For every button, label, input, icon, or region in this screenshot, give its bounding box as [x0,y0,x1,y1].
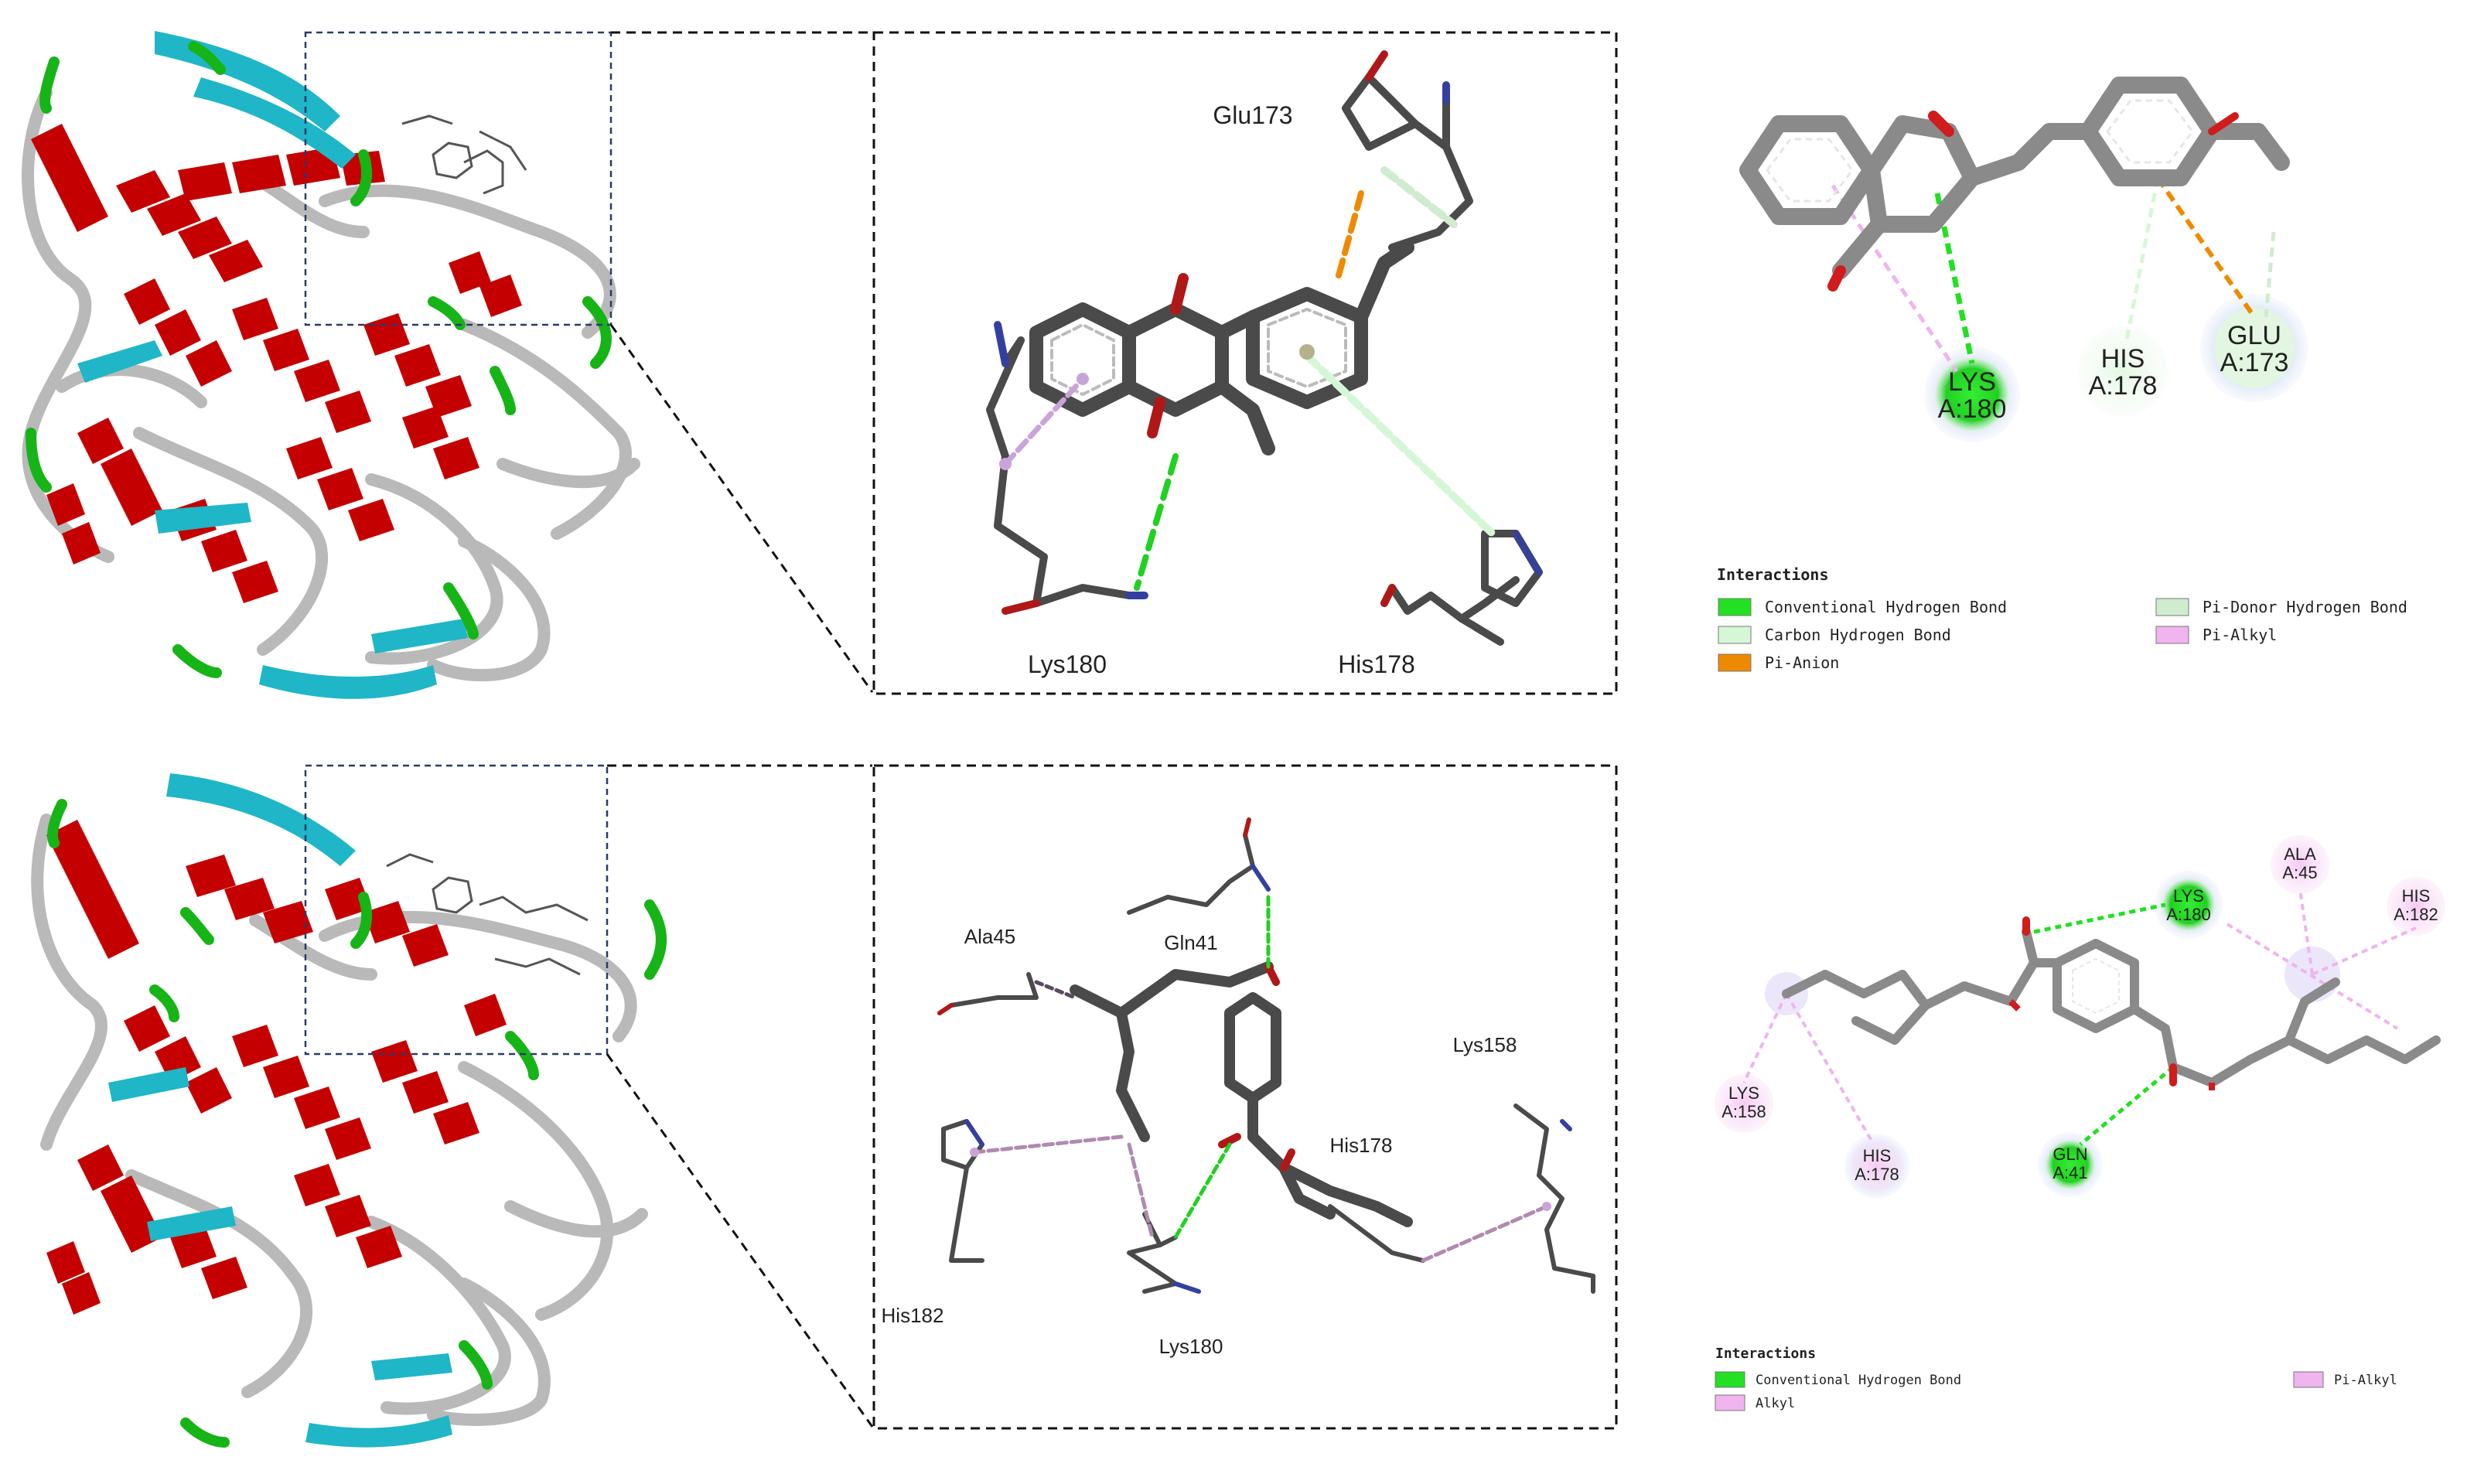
svg-text:A:178: A:178 [2089,371,2158,401]
residue-label-lys180: Lys180 [1028,650,1107,678]
svg-text:LYS: LYS [2173,886,2204,906]
residue-disc-glu173-top: GLU A:173 [2220,321,2289,377]
svg-text:A:45: A:45 [2282,863,2317,882]
svg-text:LYS: LYS [1948,367,1996,397]
residue-disc-lys180-top: LYS A:180 [1938,367,2007,424]
protein-ribbon-top [22,31,640,699]
zoom-selection-box-top [304,31,612,326]
residue-disc-his182: HIS A:182 [2394,886,2438,924]
zoom-selection-box-bottom [304,764,609,1056]
ligand-2d-top [1739,77,2308,442]
svg-text:LYS: LYS [1728,1083,1759,1103]
residue-disc-gln41: GLN A:41 [2052,1145,2087,1182]
svg-text:A:180: A:180 [1938,394,2007,424]
svg-text:Conventional Hydrogen Bond: Conventional Hydrogen Bond [1756,1373,1961,1388]
svg-text:A:178: A:178 [1855,1165,1899,1184]
svg-text:A:41: A:41 [2052,1163,2087,1182]
svg-text:HIS: HIS [2101,344,2145,374]
zoom-connector-bottom-2 [606,1053,874,1428]
residue-label-his178-bottom: His178 [1330,1134,1393,1157]
protein-ribbon-bottom [31,773,667,1448]
residue-label-glu173: Glu173 [1213,101,1292,129]
residue-label-his182: His182 [882,1304,944,1327]
residue-disc-ala45: ALA A:45 [2282,844,2317,882]
ligand-hint-bottom [386,853,589,976]
svg-text:Pi-Alkyl: Pi-Alkyl [2203,626,2277,644]
svg-text:Carbon Hydrogen Bond: Carbon Hydrogen Bond [1765,626,1951,644]
svg-text:A:182: A:182 [2394,905,2438,924]
zoom-panel-top [872,31,1618,695]
ligand-hint-top [401,114,527,195]
legend-title-top: Interactions [1717,565,1829,584]
residue-label-gln41: Gln41 [1164,931,1217,954]
svg-text:A:173: A:173 [2220,348,2289,377]
residue-label-lys158: Lys158 [1453,1033,1517,1056]
svg-text:Conventional Hydrogen Bond: Conventional Hydrogen Bond [1765,598,2007,616]
svg-text:A:158: A:158 [1721,1102,1766,1121]
svg-text:Pi-Donor Hydrogen Bond: Pi-Donor Hydrogen Bond [2203,598,2407,616]
svg-text:HIS: HIS [1863,1146,1892,1165]
residue-disc-lys158: LYS A:158 [1721,1083,1766,1121]
svg-text:Pi-Alkyl: Pi-Alkyl [2334,1373,2397,1388]
svg-text:GLN: GLN [2052,1145,2087,1164]
residue-label-lys180-bottom: Lys180 [1159,1335,1223,1358]
residue-label-ala45: Ala45 [964,925,1016,948]
legend-title-bottom: Interactions [1715,1346,1816,1362]
ligand-2d-bottom [1715,835,2445,1199]
legend-bottom: Interactions Conventional Hydrogen Bond … [1715,1346,2397,1411]
residue-label-his178: His178 [1338,650,1415,678]
svg-text:Pi-Anion: Pi-Anion [1765,653,1839,672]
residue-disc-lys180-bottom: LYS A:180 [2166,886,2211,924]
svg-text:A:180: A:180 [2166,905,2211,924]
zoom-connector-top-2 [609,324,874,693]
svg-text:GLU: GLU [2227,321,2281,350]
svg-text:Alkyl: Alkyl [1756,1396,1795,1411]
ligand-3d-bottom [937,817,1595,1294]
ligand-3d-top [986,50,1543,646]
svg-text:ALA: ALA [2284,844,2316,864]
residue-disc-his178-top: HIS A:178 [2089,344,2158,401]
residue-disc-his178-bottom: HIS A:178 [1855,1146,1899,1184]
svg-text:HIS: HIS [2402,886,2431,906]
legend-top: Interactions Conventional Hydrogen Bond … [1717,565,2407,672]
